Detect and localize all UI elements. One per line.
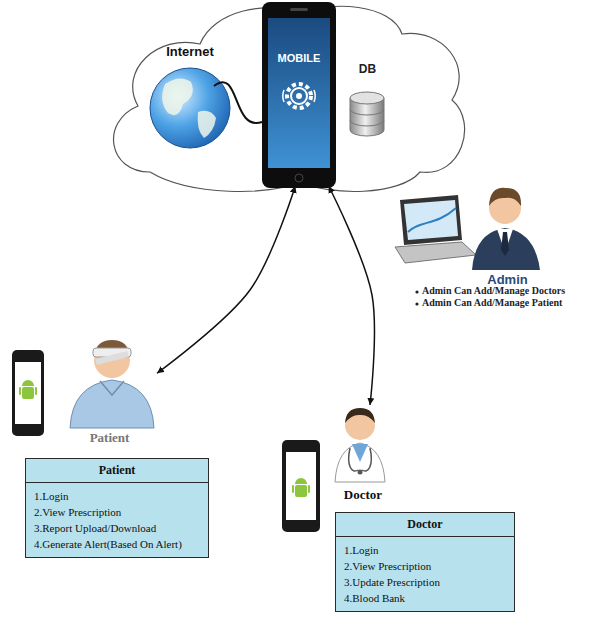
cloud-region: InternetMOBILE DB xyxy=(110,2,470,192)
note-text: Admin Can Add/Manage Doctors xyxy=(422,285,565,296)
note-text: Admin Can Add/Manage Patient xyxy=(422,297,562,308)
feature-box: Patient1.Login2.View Prescription3.Repor… xyxy=(25,458,209,558)
admin-person xyxy=(472,188,540,270)
box-heading: Doctor xyxy=(336,513,514,537)
list-item: 2.View Prescription xyxy=(336,558,514,574)
connector-arrow xyxy=(329,186,375,405)
node-label: MOBILE xyxy=(262,52,336,64)
patient-figure: Patient xyxy=(62,333,157,448)
patient-person xyxy=(70,340,154,428)
doctor-phone xyxy=(282,440,320,532)
list-item: 4.Blood Bank xyxy=(336,590,514,611)
box-heading: Patient xyxy=(26,459,208,483)
node-label: Internet xyxy=(160,44,220,59)
node-label: Patient xyxy=(62,430,157,446)
database: DB xyxy=(345,62,390,140)
admin-figure: Admin xyxy=(470,182,545,290)
list-item: 2.View Prescription xyxy=(26,504,208,520)
globe xyxy=(150,68,262,148)
bullet-dots xyxy=(415,290,418,305)
connector-arrow xyxy=(157,186,295,373)
list-item: 1.Login xyxy=(26,483,208,504)
node-label: Admin xyxy=(470,272,545,287)
database-cylinder xyxy=(350,92,384,136)
doctor-figure: Doctor xyxy=(328,405,398,505)
doctor-person xyxy=(335,408,385,482)
list-item: 4.Generate Alert(Based On Alert) xyxy=(26,536,208,557)
patient-phone xyxy=(12,350,44,436)
node-label: DB xyxy=(345,62,390,76)
feature-box: Doctor1.Login2.View Prescription3.Update… xyxy=(335,512,515,612)
mobile-phone xyxy=(262,2,336,188)
list-item: 1.Login xyxy=(336,537,514,558)
mobile-device: MOBILE xyxy=(262,8,336,186)
list-item: 3.Report Upload/Download xyxy=(26,520,208,536)
node-label: Doctor xyxy=(328,487,398,503)
admin-laptop xyxy=(395,195,476,263)
list-item: 3.Update Prescription xyxy=(336,574,514,590)
cloud xyxy=(114,6,465,191)
